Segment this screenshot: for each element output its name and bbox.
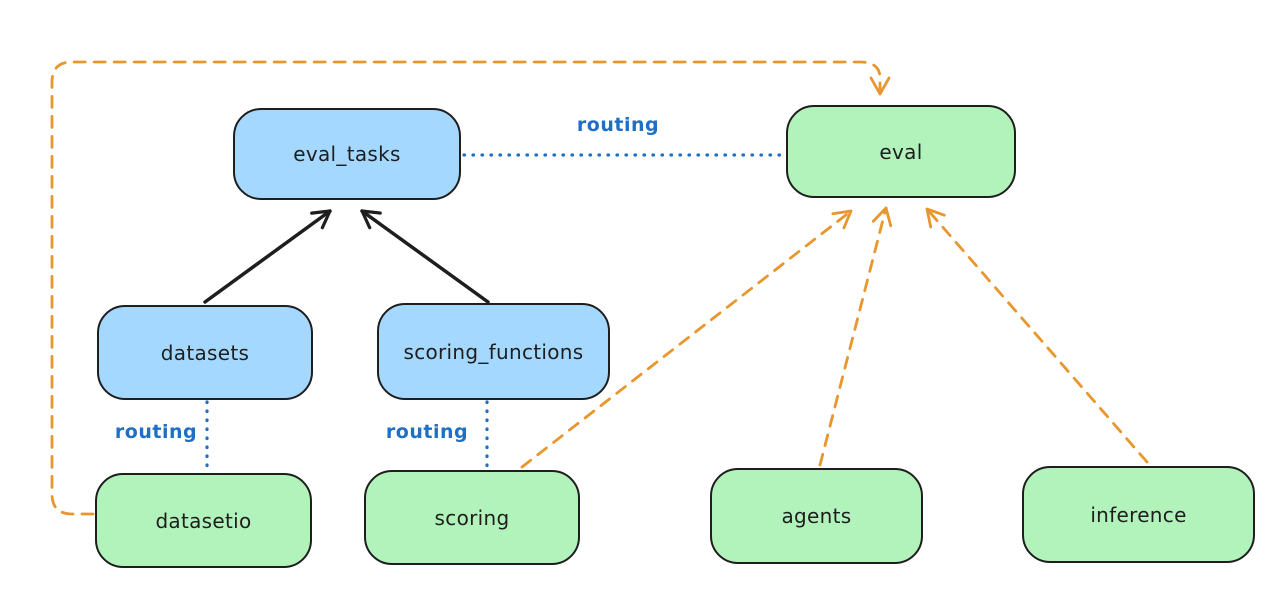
node-scoring-functions-label: scoring_functions <box>403 339 584 364</box>
node-datasetio[interactable]: datasetio <box>95 473 312 568</box>
node-scoring[interactable]: scoring <box>364 470 580 565</box>
node-agents-label: agents <box>781 504 852 528</box>
node-inference-label: inference <box>1090 502 1187 527</box>
node-scoring-label: scoring <box>434 505 510 530</box>
node-eval-tasks[interactable]: eval_tasks <box>233 108 461 200</box>
node-agents[interactable]: agents <box>710 468 923 564</box>
edge-label-routing-eval-tasks-eval: routing <box>576 114 660 136</box>
edge-scoring-to-eval <box>520 209 853 469</box>
node-eval-label: eval <box>879 139 923 164</box>
node-eval-tasks-label: eval_tasks <box>293 142 401 166</box>
node-eval[interactable]: eval <box>786 105 1016 198</box>
edge-label-routing-datasets-datasetio: routing <box>114 421 198 443</box>
edge-scoring-functions-to-eval-tasks <box>360 209 490 304</box>
node-datasets-label: datasets <box>160 340 250 365</box>
node-scoring-functions[interactable]: scoring_functions <box>377 303 610 400</box>
edge-agents-to-eval <box>818 206 893 467</box>
edge-inference-to-eval <box>925 207 1149 464</box>
node-inference[interactable]: inference <box>1022 466 1255 563</box>
edge-datasetio-to-eval <box>50 60 891 516</box>
edge-label-routing-scoring-functions-scoring: routing <box>385 421 469 443</box>
node-datasets[interactable]: datasets <box>97 305 313 400</box>
edge-datasets-to-eval-tasks <box>203 209 332 304</box>
node-datasetio-label: datasetio <box>155 508 252 533</box>
